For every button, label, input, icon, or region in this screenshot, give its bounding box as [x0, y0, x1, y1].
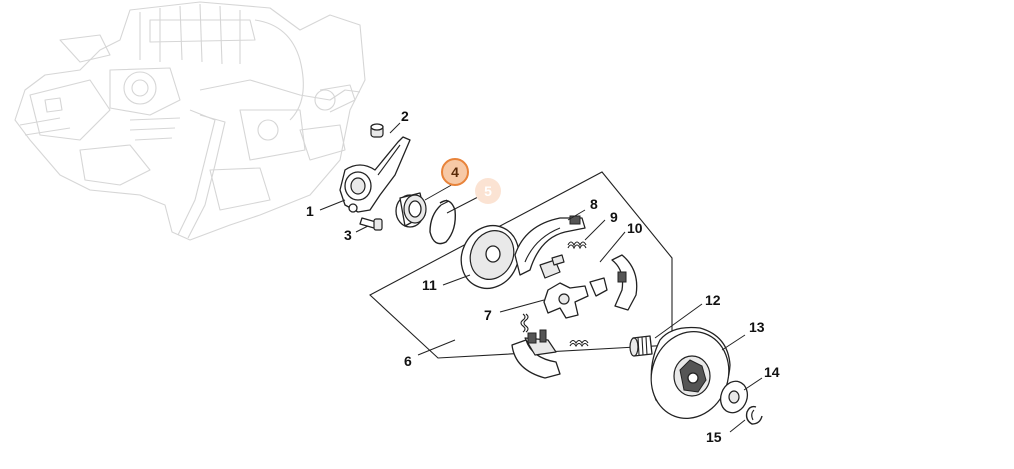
callout-4[interactable]: 4: [451, 164, 459, 180]
engine-block-background: [14, 1, 366, 241]
part-1-shape: [339, 136, 411, 213]
callout-7[interactable]: 7: [484, 307, 492, 323]
callout-5[interactable]: 5: [484, 183, 492, 199]
part-14-shape: [719, 380, 749, 414]
part-9-shape: [567, 241, 587, 250]
callout-15[interactable]: 15: [706, 429, 722, 445]
part-11-shape: [460, 225, 520, 289]
part-3-shape: [359, 217, 383, 231]
part-10-shape: [589, 254, 638, 311]
callout-5-highlight[interactable]: [475, 178, 501, 204]
callout-14[interactable]: 14: [764, 364, 780, 380]
part-5-shape: [429, 199, 456, 245]
clutch-springs: [520, 313, 589, 348]
clutch-assembly-outline: [369, 171, 673, 359]
part-7-shape: [543, 282, 589, 319]
callout-13[interactable]: 13: [749, 319, 765, 335]
callout-1[interactable]: 1: [306, 203, 314, 219]
callout-8[interactable]: 8: [590, 196, 598, 212]
callout-2[interactable]: 2: [401, 108, 409, 124]
callout-6[interactable]: 6: [404, 353, 412, 369]
leader-lines: [319, 122, 763, 433]
callout-3[interactable]: 3: [344, 227, 352, 243]
clutch-blocks: [539, 254, 565, 279]
part-13-shape: [650, 326, 731, 419]
part-2-shape: [370, 123, 384, 138]
callout-9[interactable]: 9: [610, 209, 618, 225]
lower-clutch-shoe: [511, 329, 561, 379]
callout-11[interactable]: 11: [422, 277, 437, 293]
part-15-shape: [745, 405, 763, 425]
callout-4-highlight[interactable]: [441, 158, 469, 186]
part-4-shape: [395, 192, 427, 228]
part-8-shape: [514, 215, 586, 276]
callout-10[interactable]: 10: [627, 220, 643, 236]
callout-12[interactable]: 12: [705, 292, 721, 308]
part-12-shape: [629, 335, 653, 357]
